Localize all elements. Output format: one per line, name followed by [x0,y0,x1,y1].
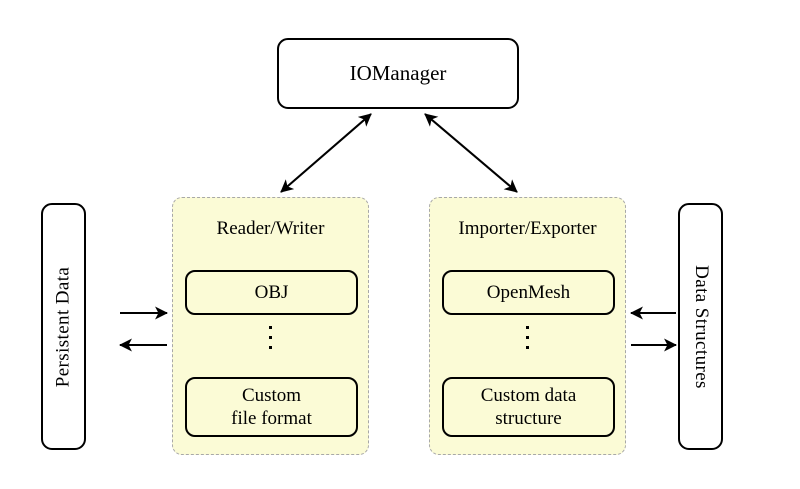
ellipsis-dot [269,336,272,339]
ellipsis-dot [526,336,529,339]
connector-manager-to-importer-exporter [424,113,518,193]
node-persistent-data-label: Persistent Data [52,266,74,387]
ellipsis-dot [269,326,272,329]
node-custom-file-format-label: Custom file format [231,384,312,430]
panel-reader-writer[interactable]: Reader/Writer OBJ Custom file format [172,197,369,455]
node-openmesh[interactable]: OpenMesh [442,270,615,315]
panel-reader-writer-title: Reader/Writer [216,218,325,239]
node-custom-file-format-line1: Custom [241,384,302,406]
node-custom-data-structure-line2: structure [495,408,562,429]
ellipsis-dot [526,326,529,329]
node-custom-data-structure-line1: Custom data [480,384,577,406]
node-custom-file-format[interactable]: Custom file format [185,377,358,437]
node-persistent-data[interactable]: Persistent Data [41,203,86,450]
connector-manager-to-reader-writer [280,113,372,193]
node-custom-file-format-line2: file format [231,408,312,429]
ellipsis-dot [526,346,529,349]
ellipsis-dot [269,346,272,349]
ellipsis-importer-exporter [430,326,625,349]
node-iomanager[interactable]: IOManager [277,38,519,109]
ellipsis-reader-writer [173,326,368,349]
node-obj[interactable]: OBJ [185,270,358,315]
panel-importer-exporter[interactable]: Importer/Exporter OpenMesh Custom data s… [429,197,626,455]
node-openmesh-label: OpenMesh [486,281,571,303]
node-data-structures-label: Data Structures [690,264,712,389]
node-custom-data-structure-label: Custom data structure [481,384,577,430]
node-obj-label: OBJ [254,281,289,303]
node-iomanager-label: IOManager [349,61,447,86]
node-data-structures[interactable]: Data Structures [678,203,723,450]
node-custom-data-structure[interactable]: Custom data structure [442,377,615,437]
panel-importer-exporter-title: Importer/Exporter [458,218,597,239]
